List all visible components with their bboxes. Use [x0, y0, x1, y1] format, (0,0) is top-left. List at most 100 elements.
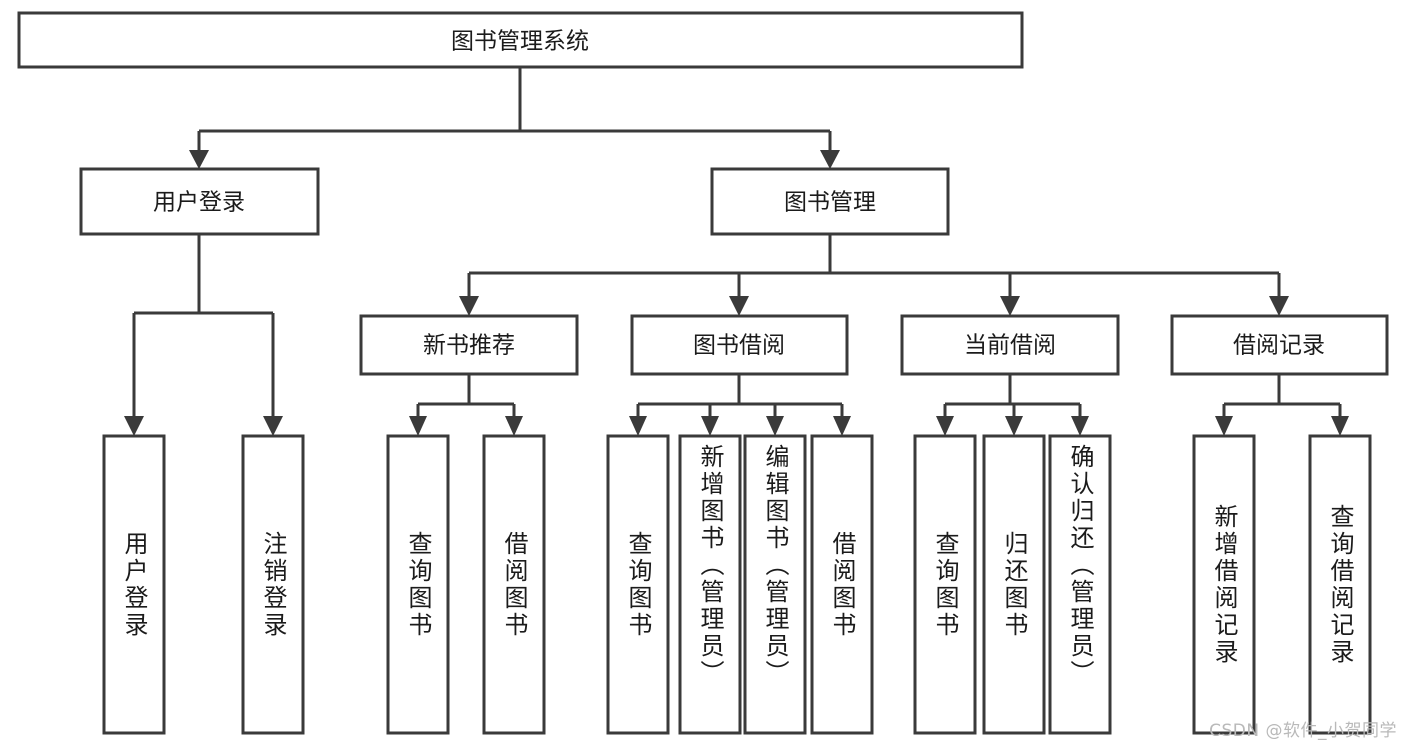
arrow-root-to-book-mgmt: [820, 150, 840, 169]
connector-group-book-borrow: [629, 374, 851, 436]
node-borrow-record-box[interactable]: [1170, 314, 1389, 376]
leaf-book-borrow-4[interactable]: [810, 434, 874, 735]
leaf-new-book-1-label-wrap: 查询图书: [404, 530, 432, 639]
arrow-new-book-leaf-1: [409, 416, 427, 436]
leaf-book-borrow-4-label-wrap: 借阅图书: [828, 530, 856, 639]
connector-group-current-borrow: [936, 374, 1089, 436]
leaf-current-borrow-2-label: 归还图书: [1000, 530, 1028, 639]
arrow-user-login-leaf-1: [124, 416, 144, 436]
leaf-new-book-1[interactable]: [386, 434, 450, 735]
leaf-new-book-2[interactable]: [482, 434, 546, 735]
connector-group-root: [189, 67, 840, 169]
leaf-current-borrow-2[interactable]: [982, 434, 1046, 735]
leaf-new-book-2-label: 借阅图书: [500, 530, 528, 639]
leaf-user-login-2-box[interactable]: [241, 434, 305, 735]
arrow-book-borrow-leaf-3: [766, 416, 784, 436]
leaf-current-borrow-1-label: 查询图书: [931, 530, 959, 639]
leaf-user-login-1-box[interactable]: [102, 434, 166, 735]
node-new-book-recommend-label: 新书推荐: [423, 333, 515, 359]
node-root-system-box[interactable]: [17, 11, 1024, 69]
node-current-borrow-box[interactable]: [900, 314, 1120, 376]
arrow-book-borrow-leaf-4: [833, 416, 851, 436]
arrow-book-mgmt-to-borrow-record: [1269, 296, 1289, 316]
node-book-borrow-box[interactable]: [630, 314, 849, 376]
leaf-current-borrow-2-label-wrap: 归还图书: [1000, 530, 1028, 639]
node-user-login-label: 用户登录: [153, 190, 245, 216]
arrow-current-borrow-leaf-1: [936, 416, 954, 436]
leaf-borrow-record-2-box[interactable]: [1308, 434, 1372, 735]
leaf-borrow-record-1-label: 新增借阅记录: [1210, 503, 1238, 666]
leaf-book-borrow-2-label-wrap: 新增图书（管理员）: [696, 444, 724, 687]
node-book-management-box[interactable]: [710, 167, 950, 236]
node-book-borrow-label: 图书借阅: [693, 333, 785, 359]
leaf-book-borrow-2-box[interactable]: [678, 434, 742, 735]
leaf-current-borrow-3-label-wrap: 确认归还（管理员）: [1066, 444, 1094, 687]
leaf-book-borrow-2[interactable]: [678, 434, 742, 735]
connector-group-new-book: [409, 374, 523, 436]
leaf-current-borrow-1[interactable]: [913, 434, 977, 735]
leaf-borrow-record-1-box[interactable]: [1192, 434, 1256, 735]
leaf-current-borrow-3[interactable]: [1048, 434, 1112, 735]
connector-group-borrow-record: [1215, 374, 1349, 436]
leaf-borrow-record-2-label: 查询借阅记录: [1326, 503, 1354, 666]
leaf-new-book-1-label: 查询图书: [404, 530, 432, 639]
node-book-management-label: 图书管理: [784, 190, 876, 216]
leaf-new-book-1-box[interactable]: [386, 434, 450, 735]
leaf-new-book-2-box[interactable]: [482, 434, 546, 735]
arrow-current-borrow-leaf-2: [1005, 416, 1023, 436]
leaf-current-borrow-1-box[interactable]: [913, 434, 977, 735]
node-borrow-record[interactable]: 借阅记录: [1170, 314, 1389, 376]
arrow-borrow-record-leaf-1: [1215, 416, 1233, 436]
leaf-book-borrow-3-label: 编辑图书（管理员）: [761, 444, 789, 687]
leaf-user-login-2-label-wrap: 注销登录: [259, 530, 287, 639]
connector-group-user-login: [124, 234, 283, 436]
leaf-user-login-1-label-wrap: 用户登录: [120, 530, 148, 639]
node-new-book-recommend-box[interactable]: [359, 314, 579, 376]
arrow-user-login-leaf-2: [263, 416, 283, 436]
arrow-root-to-user-login: [189, 150, 209, 169]
leaf-user-login-1[interactable]: [102, 434, 166, 735]
node-root-system-label: 图书管理系统: [451, 29, 589, 55]
leaf-book-borrow-3-box[interactable]: [743, 434, 807, 735]
leaf-book-borrow-3[interactable]: [743, 434, 807, 735]
arrow-book-borrow-leaf-1: [629, 416, 647, 436]
leaf-current-borrow-2-box[interactable]: [982, 434, 1046, 735]
node-book-borrow[interactable]: 图书借阅: [630, 314, 849, 376]
leaf-book-borrow-1[interactable]: [606, 434, 670, 735]
leaf-new-book-2-label-wrap: 借阅图书: [500, 530, 528, 639]
connector-group-book-mgmt: [459, 234, 1289, 316]
leaf-current-borrow-1-label-wrap: 查询图书: [931, 530, 959, 639]
node-current-borrow[interactable]: 当前借阅: [900, 314, 1120, 376]
arrow-book-mgmt-to-book-borrow: [729, 296, 749, 316]
leaf-current-borrow-3-label: 确认归还（管理员）: [1066, 444, 1094, 687]
node-current-borrow-label: 当前借阅: [964, 333, 1056, 359]
leaf-book-borrow-2-label: 新增图书（管理员）: [696, 444, 724, 687]
leaf-borrow-record-1-label-wrap: 新增借阅记录: [1210, 503, 1238, 666]
leaf-book-borrow-4-label: 借阅图书: [828, 530, 856, 639]
node-book-management[interactable]: 图书管理: [710, 167, 950, 236]
leaf-book-borrow-4-box[interactable]: [810, 434, 874, 735]
leaf-current-borrow-3-box[interactable]: [1048, 434, 1112, 735]
leaf-borrow-record-2-label-wrap: 查询借阅记录: [1326, 503, 1354, 666]
leaf-user-login-1-label: 用户登录: [120, 530, 148, 639]
leaf-borrow-record-2[interactable]: [1308, 434, 1372, 735]
node-user-login[interactable]: 用户登录: [79, 167, 320, 236]
arrow-book-mgmt-to-current-borrow: [1000, 296, 1020, 316]
leaf-book-borrow-1-box[interactable]: [606, 434, 670, 735]
leaf-book-borrow-1-label-wrap: 查询图书: [624, 530, 652, 639]
leaf-borrow-record-1[interactable]: [1192, 434, 1256, 735]
leaf-user-login-2-label: 注销登录: [259, 530, 287, 639]
leaf-user-login-2[interactable]: [241, 434, 305, 735]
arrow-book-borrow-leaf-2: [701, 416, 719, 436]
leaf-book-borrow-1-label: 查询图书: [624, 530, 652, 639]
arrow-current-borrow-leaf-3: [1071, 416, 1089, 436]
node-root-system[interactable]: 图书管理系统: [17, 11, 1024, 69]
arrow-new-book-leaf-2: [505, 416, 523, 436]
node-new-book-recommend[interactable]: 新书推荐: [359, 314, 579, 376]
node-user-login-box[interactable]: [79, 167, 320, 236]
node-borrow-record-label: 借阅记录: [1233, 333, 1325, 359]
arrow-borrow-record-leaf-2: [1331, 416, 1349, 436]
leaf-book-borrow-3-label-wrap: 编辑图书（管理员）: [761, 444, 789, 687]
